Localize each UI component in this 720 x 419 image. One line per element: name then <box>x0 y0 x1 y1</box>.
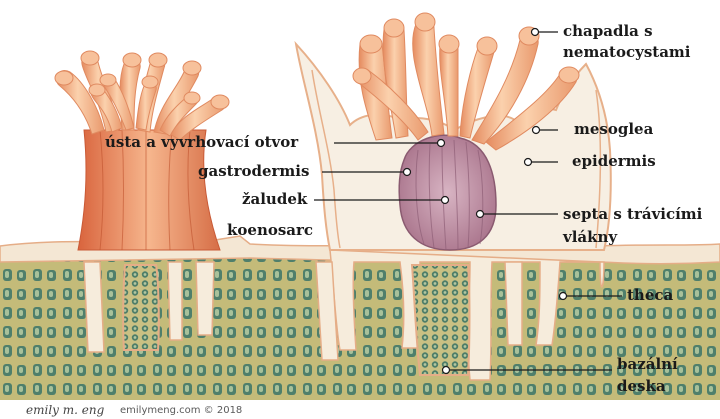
artist-signature: emily m. eng <box>26 403 104 417</box>
label-septa-line2: vlákny <box>563 229 617 246</box>
label-coenosarc: koenosarc <box>227 222 313 239</box>
label-tentacles-line2: nematocystami <box>563 44 691 61</box>
label-theca: theca <box>627 287 673 304</box>
credit-website: emilymeng.com © 2018 <box>120 405 242 416</box>
label-gastrodermis: gastrodermis <box>198 163 309 180</box>
label-basal-plate: bazální <box>617 356 678 373</box>
label-epidermis: epidermis <box>572 153 656 170</box>
label-stomach: žaludek <box>242 191 307 208</box>
label-tentacles: chapadla s <box>563 23 653 40</box>
label-mesoglea: mesoglea <box>574 121 653 138</box>
label-septa: septa s trávicími <box>563 206 702 223</box>
label-mouth: ústa a vyvrhovací otvor <box>105 134 298 151</box>
label-basal-plate-line2: deska <box>617 378 666 395</box>
skeleton-block <box>0 248 720 419</box>
